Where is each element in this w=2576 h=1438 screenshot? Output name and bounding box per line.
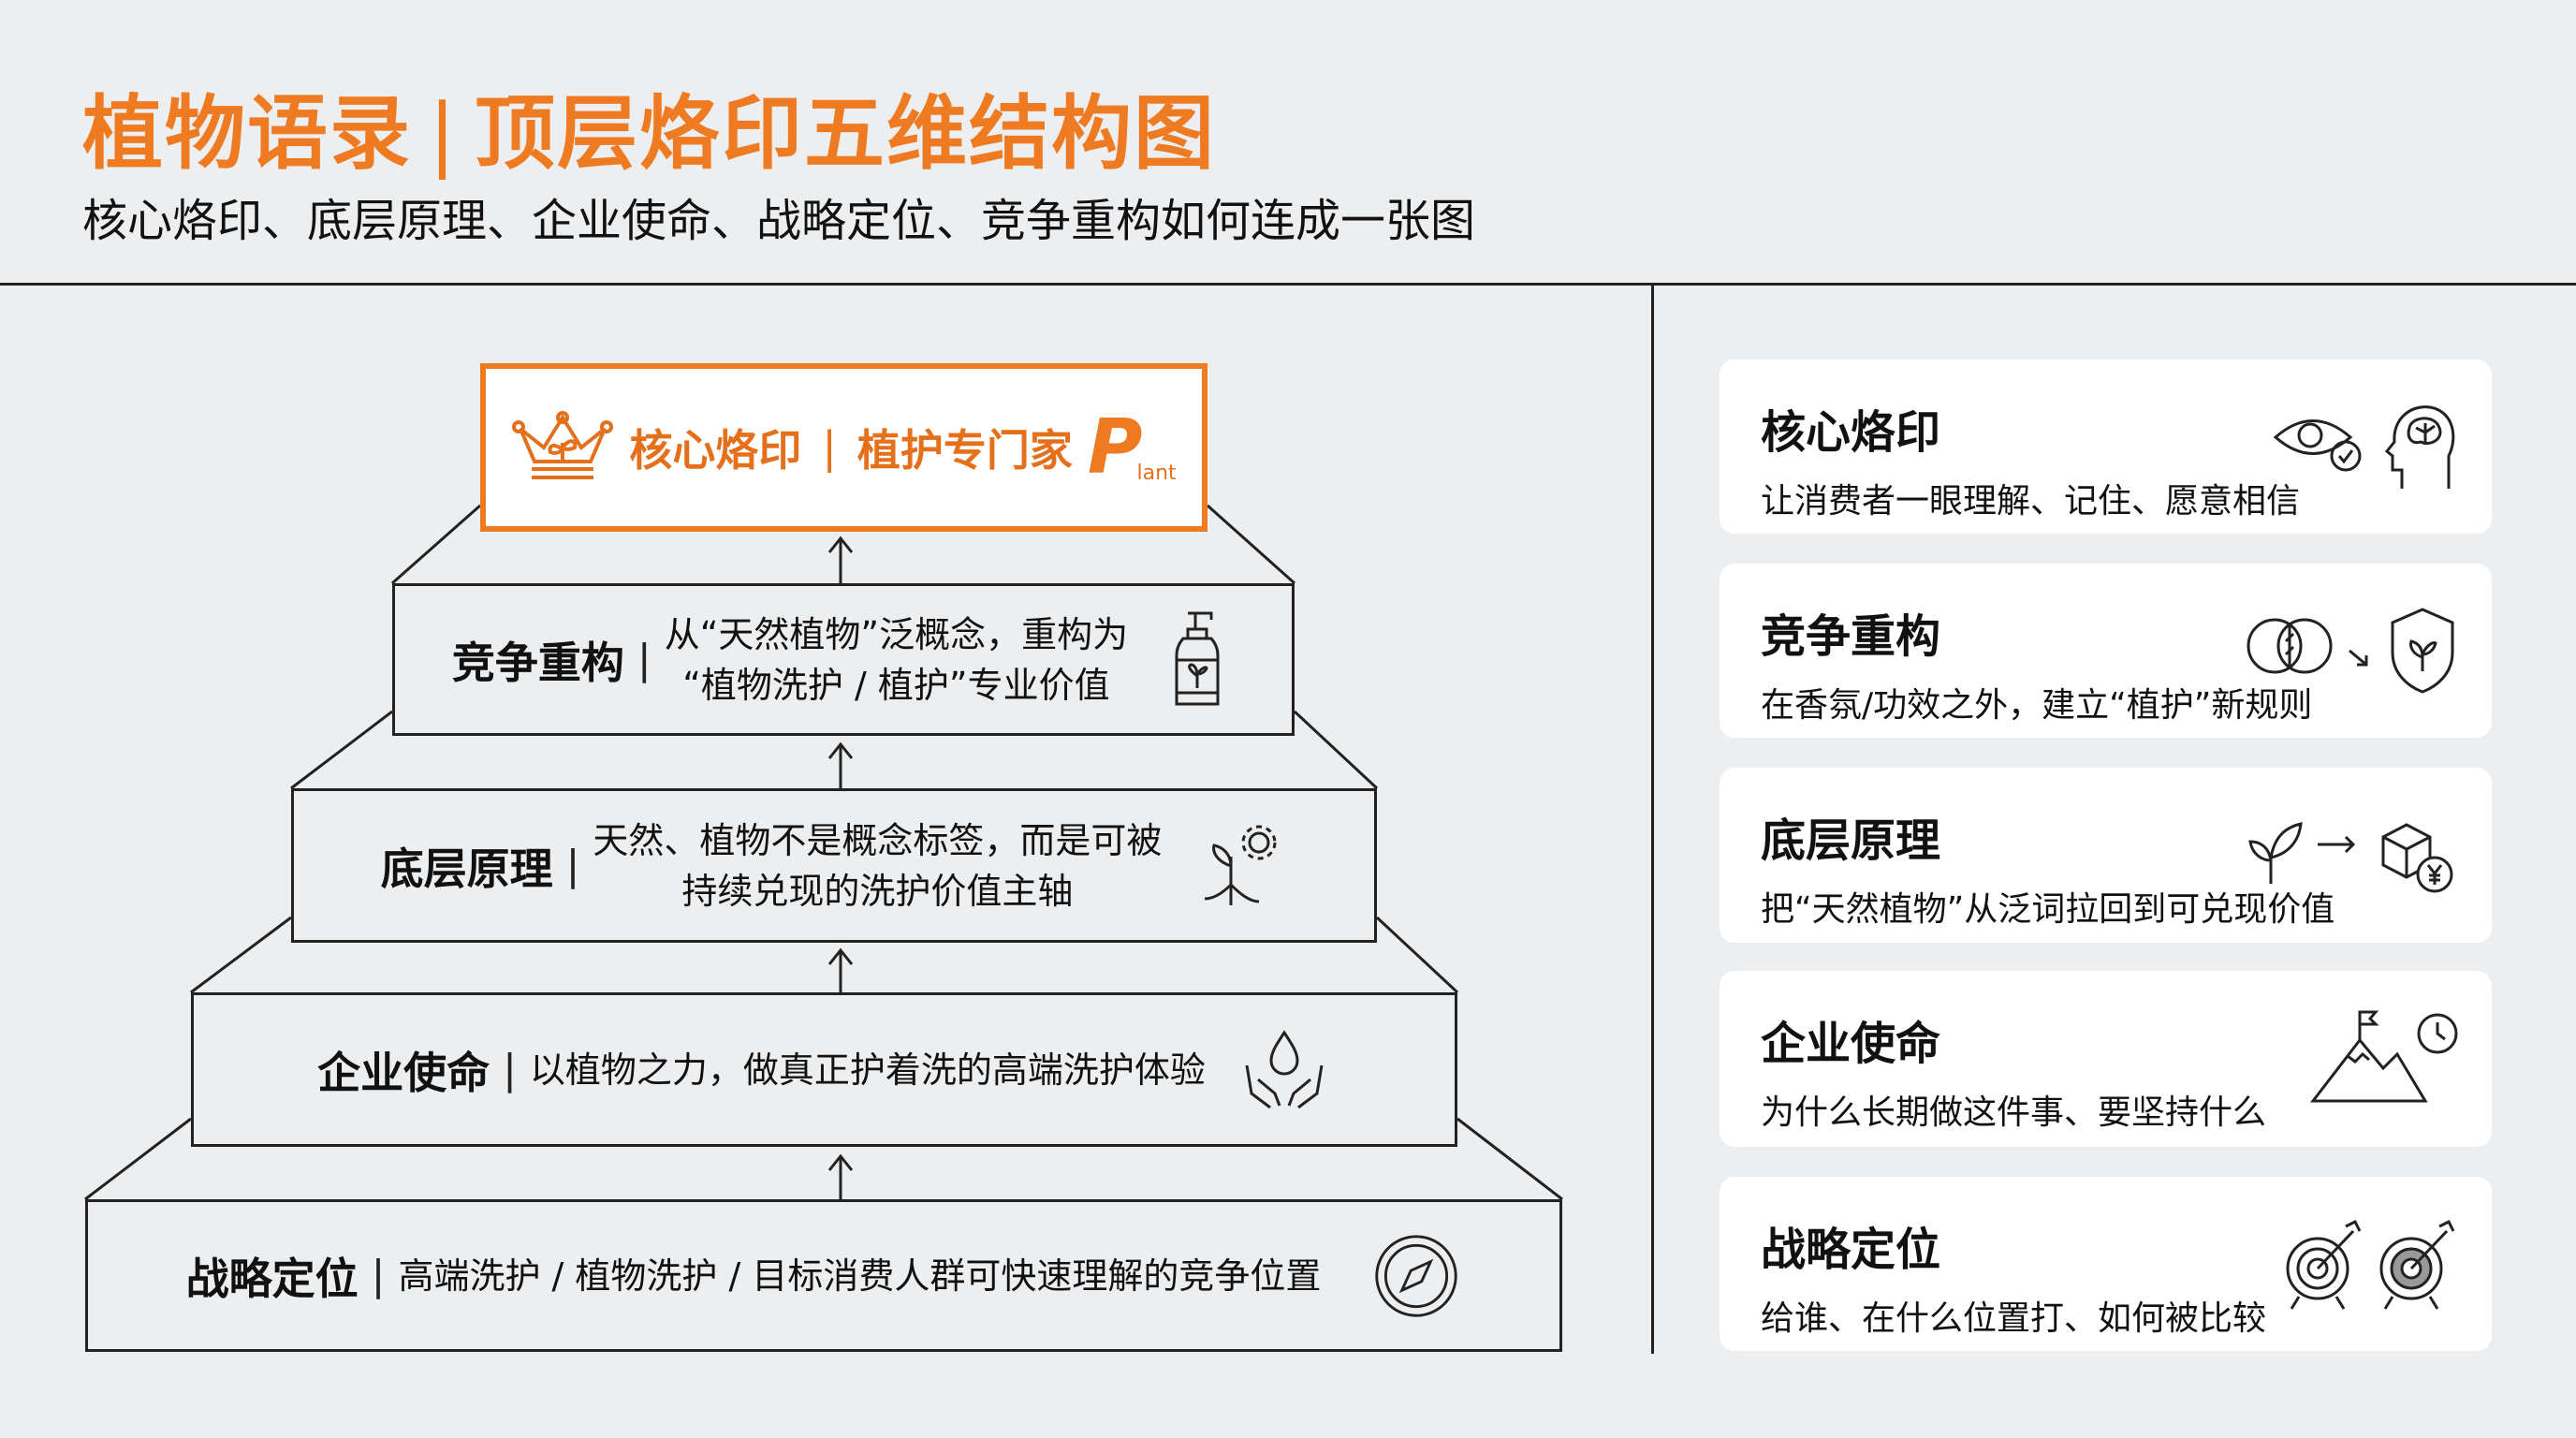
- core-imprint-text: 植护专门家: [856, 425, 1073, 476]
- core-imprint-title: 核心烙印: [629, 425, 802, 476]
- separator: |: [822, 422, 837, 473]
- title-brand: 植物语录: [82, 87, 412, 181]
- venn-icon: [2247, 618, 2368, 674]
- logo-lant: lant: [1136, 462, 1177, 485]
- card-title: 战略定位: [1761, 1224, 1941, 1276]
- title-main: 顶层烙印五维结构图: [474, 87, 1216, 181]
- page-title: 植物语录|顶层烙印五维结构图: [82, 67, 1216, 184]
- card-mission: 企业使命 为什么长期做这件事、要坚持什么: [1720, 971, 2492, 1147]
- tier-text-line: 高端洗护 / 植物洗护 / 目标消费人群可快速理解的竞争位置: [398, 1255, 1322, 1297]
- target-icon: [2379, 1219, 2455, 1310]
- roof-lines: [84, 504, 1563, 1201]
- card-title: 底层原理: [1761, 814, 1941, 867]
- shield-leaf-icon: [2391, 608, 2454, 694]
- compass-icon: [1375, 1234, 1458, 1317]
- tier-principle: 底层原理 | 天然、植物不是概念标签，而是可被持续兑现的洗护价值主轴: [291, 788, 1377, 943]
- separator: |: [371, 1252, 386, 1299]
- card-desc: 把“天然植物”从泛词拉回到可兑现价值: [1761, 890, 2335, 929]
- tier-text: 从“天然植物”泛概念，重构为 “植物洗护 / 植护”专业价值: [665, 609, 1128, 711]
- separator: |: [503, 1046, 517, 1093]
- crown-leaf-icon: [512, 411, 614, 479]
- tier-title: 底层原理: [380, 843, 553, 894]
- separator: |: [637, 636, 651, 683]
- tier-text-line: 天然、植物不是概念标签，而是可被: [593, 819, 1163, 861]
- separator: |: [565, 842, 580, 889]
- card-core-imprint: 核心烙印 让消费者一眼理解、记住、愿意相信: [1720, 360, 2492, 534]
- box-yen-icon: [2381, 822, 2453, 892]
- card-desc: 让消费者一眼理解、记住、愿意相信: [1761, 482, 2301, 521]
- eye-check-icon: [2273, 419, 2362, 472]
- tier-positioning: 战略定位 | 高端洗护 / 植物洗护 / 目标消费人群可快速理解的竞争位置: [85, 1199, 1562, 1352]
- pump-bottle-icon: [1175, 611, 1220, 705]
- tier-competition: 竞争重构 | 从“天然植物”泛概念，重构为 “植物洗护 / 植护”专业价值: [392, 583, 1295, 736]
- card-title: 企业使命: [1761, 1018, 1941, 1070]
- tier-text-line: “植物洗护 / 植护”专业价值: [682, 664, 1110, 706]
- plant-gear-icon: [1205, 825, 1277, 905]
- hands-drop-icon: [1245, 1029, 1324, 1108]
- sprout-icon: [2248, 821, 2356, 884]
- card-title: 核心烙印: [1761, 406, 1941, 459]
- target-icon: [2286, 1219, 2362, 1310]
- page-subtitle: 核心烙印、底层原理、企业使命、战略定位、竞争重构如何连成一张图: [82, 195, 1476, 247]
- head-brain-icon: [2384, 405, 2455, 489]
- tier-title: 竞争重构: [451, 637, 624, 688]
- logo-p: P: [1087, 404, 1143, 491]
- tier-text-line: 持续兑现的洗护价值主轴: [681, 870, 1074, 912]
- card-positioning: 战略定位 给谁、在什么位置打、如何被比较: [1720, 1177, 2492, 1351]
- tier-text: 高端洗护 / 植物洗护 / 目标消费人群可快速理解的竞争位置: [398, 1251, 1321, 1301]
- card-competition: 竞争重构 在香氛/功效之外，建立“植护”新规则: [1720, 564, 2492, 738]
- card-principle: 底层原理 把“天然植物”从泛词拉回到可兑现价值: [1720, 768, 2492, 943]
- card-desc: 给谁、在什么位置打、如何被比较: [1761, 1299, 2267, 1338]
- card-desc: 在香氛/功效之外，建立“植护”新规则: [1761, 686, 2313, 725]
- card-desc: 为什么长期做这件事、要坚持什么: [1761, 1093, 2267, 1132]
- tier-mission: 企业使命 | 以植物之力，做真正护着洗的高端洗护体验: [191, 992, 1457, 1147]
- tier-title: 企业使命: [317, 1047, 490, 1098]
- header-divider: [0, 283, 2576, 286]
- up-arrows: [827, 536, 854, 1199]
- tier-text: 以植物之力，做真正护着洗的高端洗护体验: [530, 1045, 1206, 1095]
- title-separator: |: [429, 87, 458, 181]
- tier-title: 战略定位: [185, 1253, 359, 1304]
- tier-text-line: 从“天然植物”泛概念，重构为: [664, 613, 1129, 655]
- mountain-flag-icon: [2309, 1010, 2458, 1103]
- column-divider: [1651, 285, 1654, 1354]
- tier-text: 天然、植物不是概念标签，而是可被持续兑现的洗护价值主轴: [593, 815, 1162, 917]
- card-title: 竞争重构: [1761, 610, 1941, 663]
- tier-text-line: 以植物之力，做真正护着洗的高端洗护体验: [529, 1049, 1206, 1091]
